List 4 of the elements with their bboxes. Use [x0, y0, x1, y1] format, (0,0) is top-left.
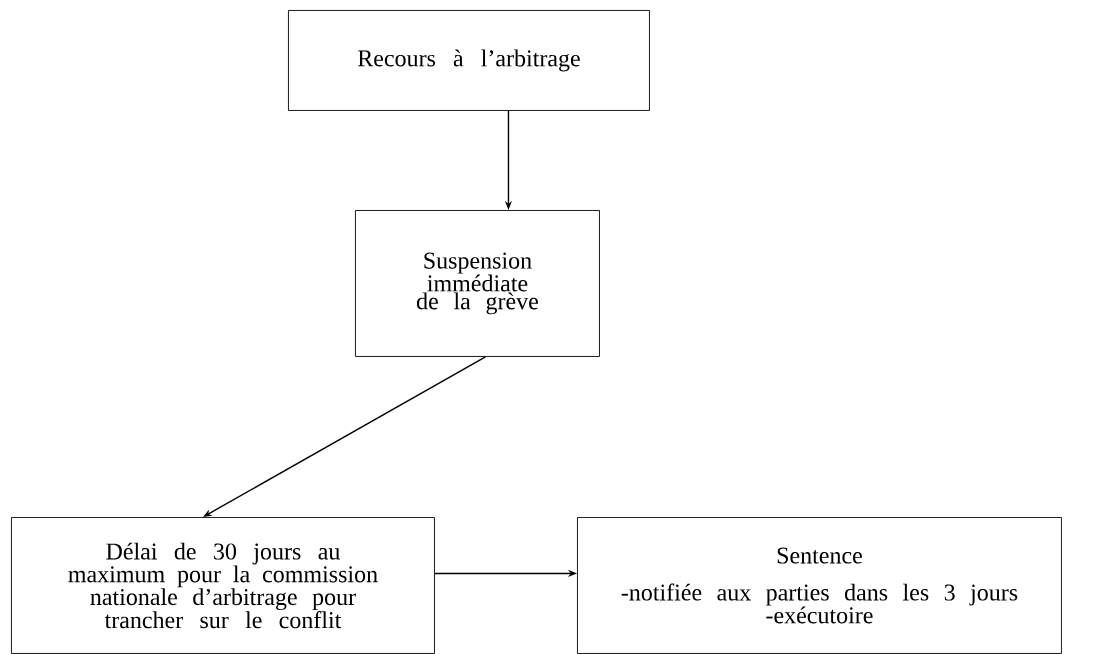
process-box: Recours à l’arbitrage	[288, 10, 650, 111]
process-box: Sentence -notifiée aux parties dans les 3 jours -exécutoire	[577, 517, 1062, 654]
process-box: Délai de 30 jours au maximum pour la commission nationale d’arbitrage pour trancher sur le conflit	[11, 517, 435, 654]
process-box: Suspension immédiate de la grève	[355, 210, 600, 357]
